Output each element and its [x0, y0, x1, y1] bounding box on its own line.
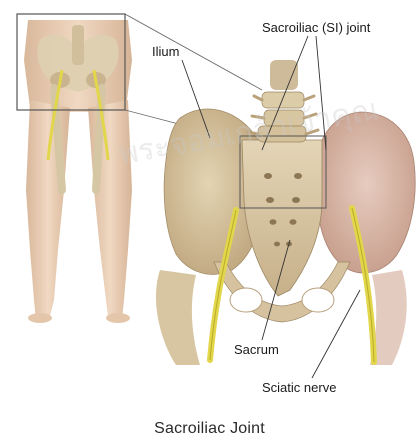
label-sciatic-nerve: Sciatic nerve: [262, 380, 336, 395]
figure-caption: Sacroiliac Joint: [0, 420, 419, 438]
label-si-joint: Sacroiliac (SI) joint: [262, 20, 370, 35]
zoom-line-top: [125, 14, 262, 90]
body-figure: [24, 20, 132, 323]
label-ilium: Ilium: [152, 44, 179, 59]
label-sacrum: Sacrum: [234, 342, 279, 357]
